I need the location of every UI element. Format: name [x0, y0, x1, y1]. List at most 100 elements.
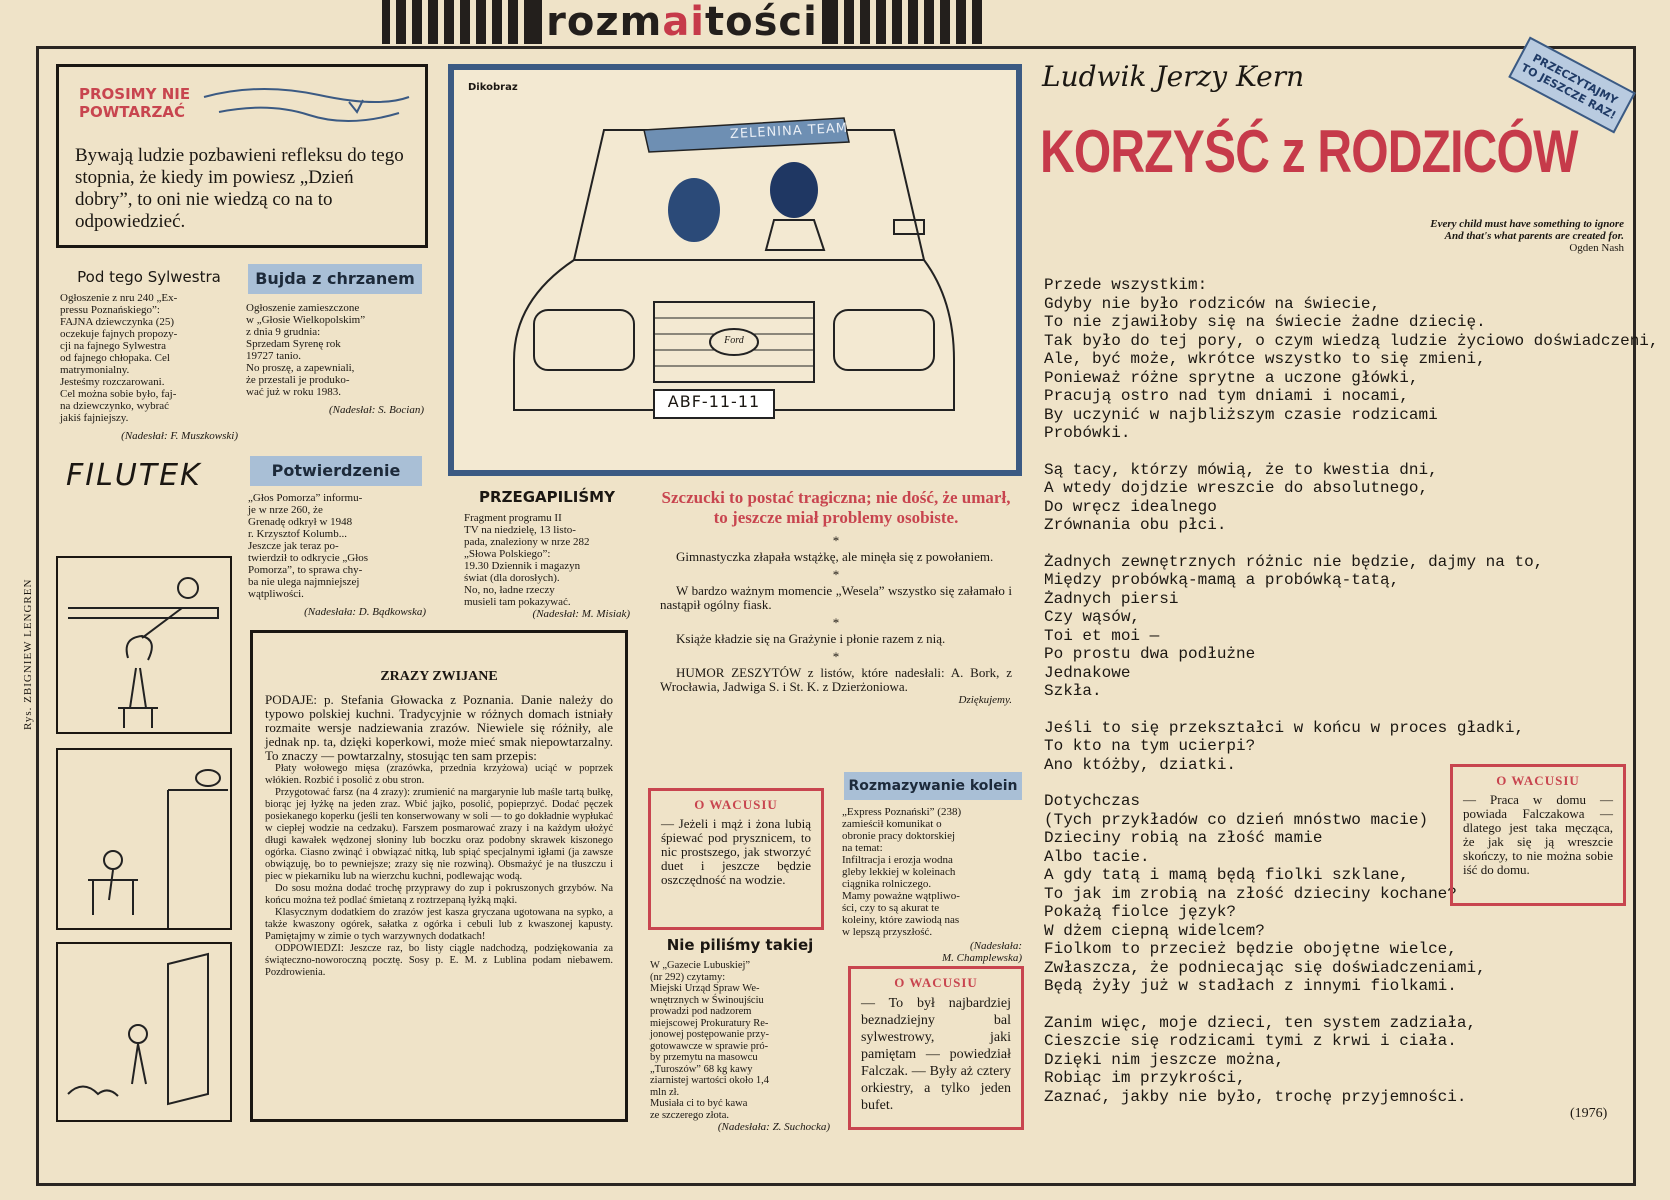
nie-pilismy-line: „Turoszów” 68 kg kawy — [650, 1063, 753, 1075]
nie-pilismy-line: Musiała ci to być kawa — [650, 1098, 748, 1109]
zrazy-paragraph: Do sosu można dodać trochę przyprawy do … — [265, 883, 613, 906]
car-badge: Ford — [724, 335, 744, 346]
zrazy-paragraph: Przygotować farsz (na 4 zrazy): zrumieni… — [265, 787, 613, 882]
rozmazywanie-line: ści, czy to są akurat te — [842, 902, 940, 914]
sylwester-line: od fajnego chłopaka. Cel — [60, 352, 170, 364]
zrazy-paragraph: Klasycznym dodatkiem do zrazów jest kasz… — [265, 907, 613, 942]
humor-item: Gimnastyczka złapała wstążkę, ale minęła… — [676, 549, 994, 564]
poem-line: To jak im zrobią na złość dzieciny kocha… — [1044, 884, 1457, 903]
wacus-box-1: O WACUSIU — Jeżeli i mąż i żona lubią śp… — [648, 788, 824, 930]
bujda-line: No proszę, a zapewniali, — [246, 362, 355, 374]
poem-line: A gdy tatą i mamą będą fiolki szklane, — [1044, 866, 1409, 884]
poem-line: Pracują ostro nad tym dniami i nocami, — [1044, 387, 1409, 405]
przegapilismy-line: musieli tam pokazywać. — [464, 596, 571, 608]
poem-line: Probówki. — [1044, 424, 1131, 442]
sylwester-line: pressu Poznańskiego”: — [60, 304, 160, 316]
humor-column: Szczucki to postać tragiczna; nie dość, … — [660, 488, 1012, 706]
humor-items: * Gimnastyczka złapała wstążkę, ale minęł… — [660, 534, 1012, 694]
poem-line: Do wręcz idealnego — [1044, 497, 1217, 516]
nie-pilismy-line: (nr 292) czytamy: — [650, 971, 726, 983]
wacus-2-title: O WACUSIU — [894, 975, 978, 990]
zrazy-box: ZRAZY ZWIJANE PODAJE: p. Stefania Głowac… — [250, 630, 628, 1122]
star-separator: * — [832, 649, 840, 664]
poem-line: (Tych przykładów co dzień mnóstwo macie) — [1044, 810, 1429, 829]
poem-line: Żadnych piersi — [1044, 589, 1179, 608]
humor-thanks: Dziękujemy. — [958, 694, 1012, 706]
nie-pilismy-line: ze szczerego złota. — [650, 1109, 729, 1121]
poem-line: Jeśli to się przekształci w końcu w proc… — [1044, 718, 1525, 737]
zrazy-body: Płaty wołowego mięsa (zrazówka, przednia… — [265, 763, 613, 979]
poem-line: Dzieciny robią na złość mamie — [1044, 829, 1323, 847]
epigraph-line-1: Every child must have something to ignor… — [1430, 218, 1624, 230]
bujda-line: w „Głosie Wielkopolskim” — [246, 314, 366, 326]
poem-line: Zwłaszcza, że podniecając się doświadcze… — [1044, 958, 1486, 977]
rozmazywanie-line: ciągnika rolniczego. — [842, 878, 932, 890]
comic-panel-2 — [56, 748, 232, 930]
poem-line: Żadnych zewnętrznych różnic nie będzie, … — [1044, 552, 1544, 571]
sylwester-title: Pod tego Sylwestra — [77, 268, 221, 286]
potwierdzenie-line: r. Krzysztof Kolumb... — [248, 528, 347, 540]
potwierdzenie-body: „Głos Pomorza” informu-je w nrze 260, że… — [248, 492, 426, 600]
rozmazywanie-line: obronie pracy doktorskiej — [842, 830, 956, 842]
stanza-gap — [1044, 996, 1624, 1014]
poem-line: W dżem ciepną widelcem? — [1044, 921, 1265, 940]
nie-pilismy-article: Nie piliśmy takiej W „Gazecie Lubuskiej”… — [650, 936, 830, 1133]
nie-pilismy-title: Nie piliśmy takiej — [666, 936, 814, 954]
wacus-1-title: O WACUSIU — [694, 797, 778, 812]
nie-pilismy-line: by przemytu na masowcu — [650, 1052, 758, 1063]
potwierdzenie-title: Potwierdzenie — [250, 456, 422, 486]
rozmazywanie-line: „Express Poznański” (238) — [842, 806, 962, 818]
humor-item: Książe kładzie się na Grażynie i płonie … — [676, 631, 946, 646]
nie-pilismy-sign: (Nadesłała: Z. Suchocka) — [717, 1121, 830, 1133]
wacus-3-title: O WACUSIU — [1496, 773, 1580, 788]
poem-line: By uczynić w najbliższym czasie rodzicam… — [1044, 405, 1438, 424]
poem-line: Szkła. — [1044, 682, 1102, 700]
zrazy-paragraph: ODPOWIEDZI: Jeszcze raz, bo listy ciągle… — [265, 943, 613, 978]
bujda-line: z dnia 9 grudnia: — [246, 326, 321, 338]
poem-line: Przede wszystkim: — [1044, 276, 1208, 294]
wacus-box-2: O WACUSIU — To był najbardziej beznadzie… — [848, 966, 1024, 1130]
sylwester-body: Ogłoszenie z nru 240 „Ex-pressu Poznańsk… — [60, 292, 238, 424]
poem-author: Ludwik Jerzy Kern — [1042, 60, 1305, 93]
rozmazywanie-line: zamieścił komunikat o — [842, 818, 942, 830]
bujda-title: Bujda z chrzanem — [248, 264, 422, 294]
stanza-gap — [1044, 535, 1624, 553]
page-frame — [36, 46, 1636, 1186]
rozmazywanie-sign-2: M. Champlewska) — [941, 952, 1022, 964]
przegapilismy-line: TV na niedzielę, 13 listo- — [464, 524, 576, 536]
sylwester-line: oczekuje fajnych propozy- — [60, 328, 178, 340]
sylwester-sign: (Nadesłał: F. Muszkowski) — [121, 430, 238, 442]
potwierdzenie-line: „Głos Pomorza” informu- — [248, 492, 363, 504]
przegapilismy-line: świat (dla dorosłych). — [464, 572, 560, 584]
rozmazywanie-line: Infiltracja i erozja wodna — [842, 854, 953, 866]
potwierdzenie-line: wątpliwości. — [248, 588, 304, 600]
nie-pilismy-line: gotowawcze w sprawie pró- — [650, 1040, 769, 1052]
poem-line: Dzięki nim jeszcze można, — [1044, 1050, 1285, 1069]
poem-year: (1976) — [1570, 1106, 1608, 1121]
rozmazywanie-body: „Express Poznański” (238)zamieścił komun… — [842, 806, 1022, 938]
stanza-gap — [1044, 701, 1624, 719]
nie-pilismy-line: Miejski Urząd Spraw We- — [650, 983, 760, 994]
nie-pilismy-line: jonowej postępowanie przy- — [650, 1029, 769, 1040]
potwierdzenie-line: Pomorza”, to sprawa chy- — [248, 564, 363, 576]
epigraph-line-2: And that's what parents are created for. — [1444, 230, 1624, 242]
prosimy-text: Bywają ludzie pozbawieni refleksu do teg… — [75, 145, 404, 232]
poem-line: Cieszcie się rodzicami tymi z krwi i cia… — [1044, 1032, 1457, 1050]
artist-credit: Rys. ZBIGNIEW LENGREN — [22, 578, 34, 730]
comic-panel-3 — [56, 942, 232, 1122]
nie-pilismy-line: W „Gazecie Lubuskiej” — [650, 960, 751, 971]
sylwester-line: Cel można sobie było, faj- — [60, 388, 177, 400]
bujda-line: Sprzedam Syrenę rok — [246, 338, 341, 350]
rozmazywanie-title: Rozmazywanie kolein — [844, 772, 1022, 800]
zrazy-intro: PODAJE: p. Stefania Głowacka z Poznania.… — [265, 692, 613, 763]
filutek-logo: FILUTEK — [66, 458, 202, 493]
comic-drawing-1 — [68, 577, 219, 728]
sylwester-article: Pod tego Sylwestra Ogłoszenie z nru 240 … — [60, 268, 238, 442]
wacus-3-text: — Praca w domu — powiada Falczakowa — dl… — [1463, 792, 1613, 877]
car-drawing — [513, 117, 955, 419]
potwierdzenie-line: Jeszcze jak teraz po- — [248, 540, 339, 552]
nie-pilismy-line: prowadzi pod nadzorem — [650, 1006, 752, 1017]
poem-line: Ponieważ różne sprytne a uczone główki, — [1044, 368, 1419, 387]
poem-line: To kto na tym ucierpi? — [1044, 737, 1256, 755]
